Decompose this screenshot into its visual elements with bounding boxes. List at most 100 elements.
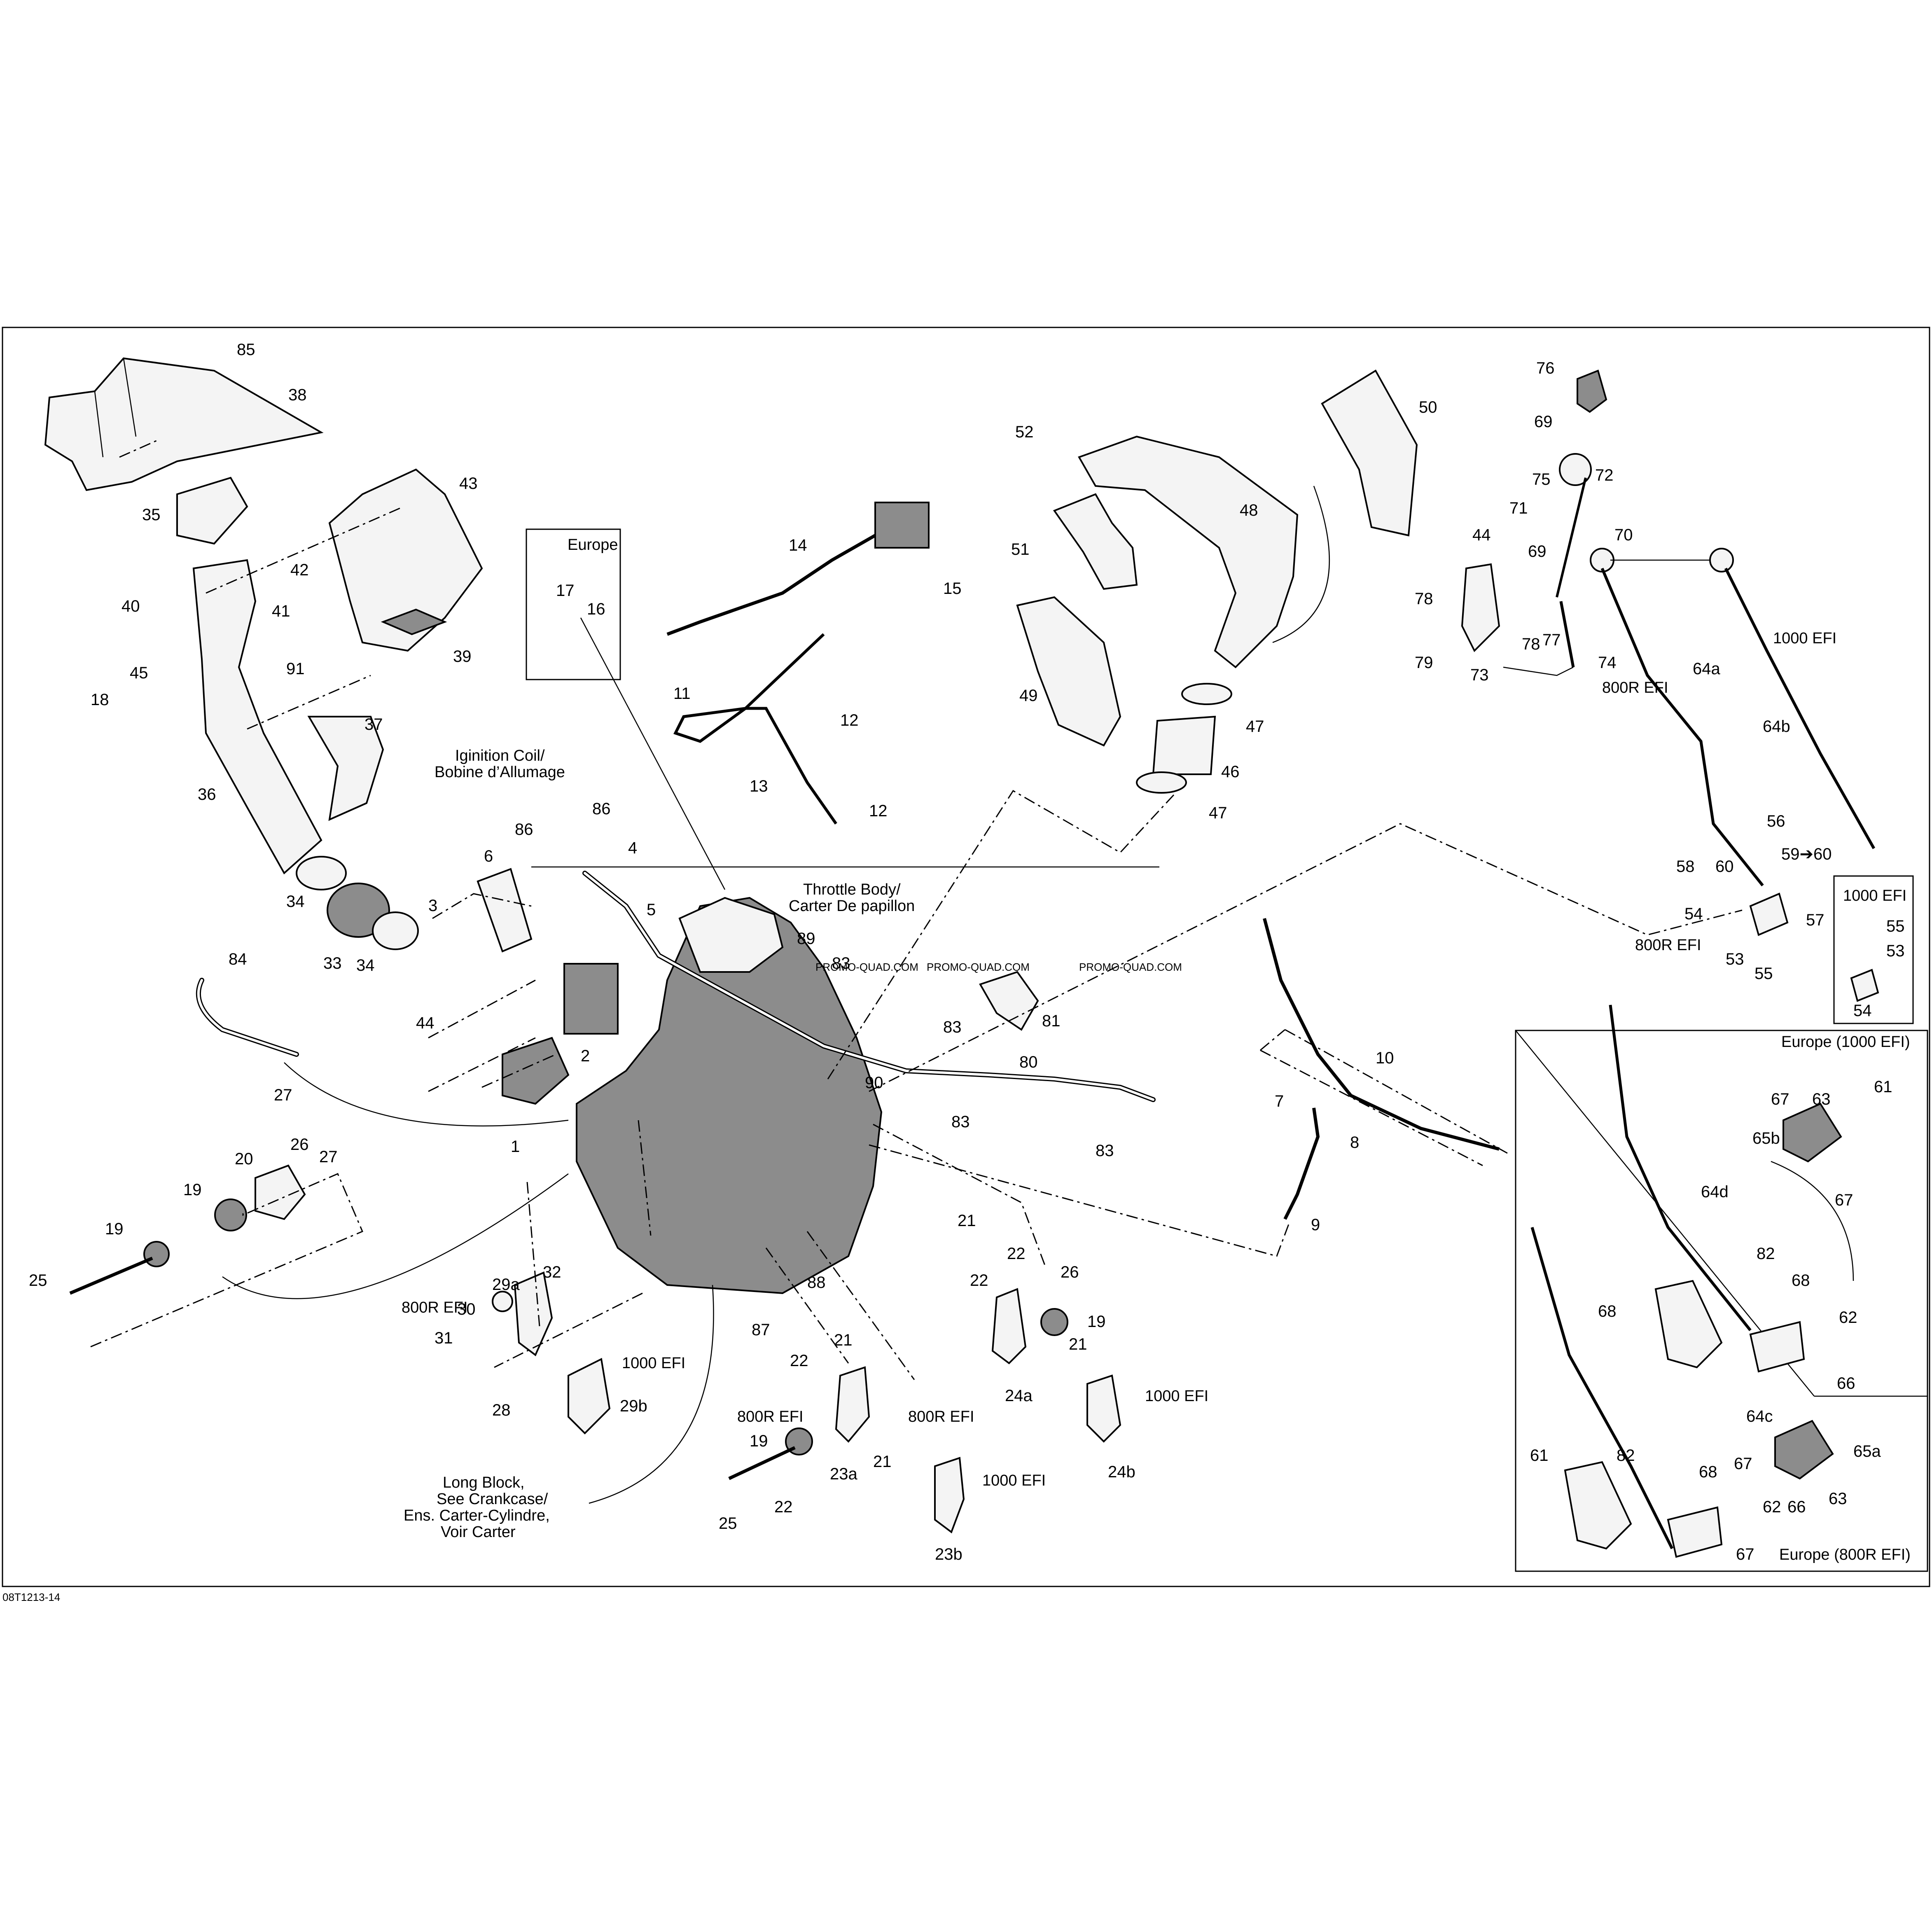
callout: 91 <box>286 660 305 678</box>
callout: 66 <box>1837 1374 1855 1392</box>
mount-24a <box>991 1288 1027 1364</box>
callout: 21 <box>1069 1335 1087 1353</box>
dash-2 <box>206 506 404 594</box>
callout: 31 <box>435 1329 453 1347</box>
mount-29a <box>514 1271 553 1357</box>
pulley-19a <box>214 1198 247 1231</box>
callout: 16 <box>587 600 605 618</box>
shield-37 <box>307 716 384 821</box>
muffler-48 <box>1078 435 1299 668</box>
long-block-caption-4: Voir Carter <box>441 1523 516 1541</box>
callout: 23b <box>935 1545 962 1563</box>
callout: 64a <box>1693 660 1720 678</box>
callout: 69 <box>1534 413 1553 431</box>
dash-5 <box>428 979 556 1092</box>
watermark: PROMO-QUAD.COM <box>927 961 1030 973</box>
callout: 87 <box>752 1321 770 1339</box>
callout: 26 <box>1061 1263 1079 1281</box>
callout: 85 <box>237 341 255 359</box>
rod-64a <box>1600 568 1764 887</box>
callout: 89 <box>797 930 815 948</box>
callout: 48 <box>1240 501 1258 519</box>
callout: 21 <box>958 1212 976 1230</box>
long-block-caption-3: Ens. Carter-Cylindre, <box>404 1507 550 1524</box>
callout: 25 <box>29 1271 47 1290</box>
callout: 71 <box>1509 499 1528 517</box>
bracket-20 <box>255 1164 306 1220</box>
callout: 47 <box>1246 717 1264 736</box>
air-box-39 <box>328 468 483 652</box>
europe-800r-caption: Europe (800R EFI) <box>1779 1546 1911 1563</box>
callout: 65b <box>1752 1129 1780 1147</box>
callout: 29b <box>620 1397 647 1415</box>
throttle-body-caption: Throttle Body/ <box>803 881 901 898</box>
callout: 46 <box>1221 763 1240 781</box>
europe-inset-caption: Europe <box>568 536 618 554</box>
callout: 27 <box>274 1086 292 1104</box>
variant-label: 1000 EFI <box>1843 887 1906 904</box>
dash-9 <box>765 1231 915 1380</box>
callout: 66 <box>1787 1498 1806 1516</box>
callout: 15 <box>943 579 962 598</box>
bracket-53 <box>1749 892 1789 936</box>
callout: 88 <box>807 1273 826 1292</box>
heat-shield-38 <box>44 357 324 491</box>
ignition-coil-1 <box>502 1037 570 1105</box>
dash-13 <box>869 823 1743 1092</box>
callout: 36 <box>198 785 216 804</box>
callout: 68 <box>1699 1463 1717 1481</box>
callout: 29a <box>492 1276 520 1294</box>
lever-75 <box>1556 477 1587 598</box>
dash-8 <box>494 1292 643 1368</box>
heat-shield-49 <box>1016 596 1121 747</box>
sensor-63a <box>1782 1103 1842 1163</box>
callout: 4 <box>628 839 637 857</box>
cable-8 <box>1283 1107 1320 1220</box>
callout: 7 <box>1275 1092 1284 1110</box>
connector-14 <box>874 502 930 549</box>
pulley-19d <box>1040 1308 1068 1336</box>
watermark: PROMO-QUAD.COM <box>1079 961 1182 973</box>
dash-4 <box>432 893 532 919</box>
diagram-id: 08T1213-14 <box>2 1591 60 1603</box>
bracket-53b <box>1850 969 1879 1002</box>
callout: 39 <box>453 647 472 666</box>
callout: 12 <box>869 802 888 820</box>
callout: 22 <box>970 1271 988 1290</box>
callout: 9 <box>1311 1216 1320 1234</box>
variant-label: 1000 EFI <box>622 1355 685 1372</box>
cap-35 <box>176 477 248 545</box>
callout: 44 <box>1472 526 1491 544</box>
callout: 2 <box>581 1047 590 1065</box>
callout: 38 <box>288 386 307 404</box>
europe-variants-box <box>1515 1030 1928 1572</box>
inset-1000efi-box <box>1833 875 1914 1024</box>
arrow-curve-2 <box>222 1173 569 1299</box>
callout: 83 <box>832 954 850 972</box>
callout: 32 <box>543 1263 561 1281</box>
intake-tube-36 <box>192 559 322 875</box>
callout: 23a <box>830 1465 857 1483</box>
callout: 42 <box>290 561 309 579</box>
callout: 43 <box>459 474 478 493</box>
ignition-coil-caption: Iginition Coil/ <box>455 747 545 764</box>
arrow-curve-3 <box>589 1285 714 1504</box>
callout: 68 <box>1598 1302 1617 1320</box>
clamp-47a <box>1181 683 1232 705</box>
callout: 83 <box>951 1113 970 1131</box>
wire-loop-11 <box>673 633 837 825</box>
dash-6 <box>90 1173 363 1348</box>
bushing-30 <box>492 1291 513 1312</box>
hose-84 <box>196 978 299 1057</box>
callout: 67 <box>1736 1545 1754 1563</box>
callout: 55 <box>1754 965 1773 983</box>
callout: 70 <box>1614 526 1633 544</box>
callout: 60 <box>1715 857 1734 876</box>
bracket-82a <box>1654 1280 1723 1369</box>
variant-label: 1000 EFI <box>982 1472 1046 1489</box>
callout: 68 <box>1792 1271 1810 1290</box>
mount-23a <box>835 1366 870 1443</box>
callout: 53 <box>1726 950 1744 968</box>
callout: 59➔60 <box>1781 845 1832 863</box>
callout: 35 <box>142 506 161 524</box>
